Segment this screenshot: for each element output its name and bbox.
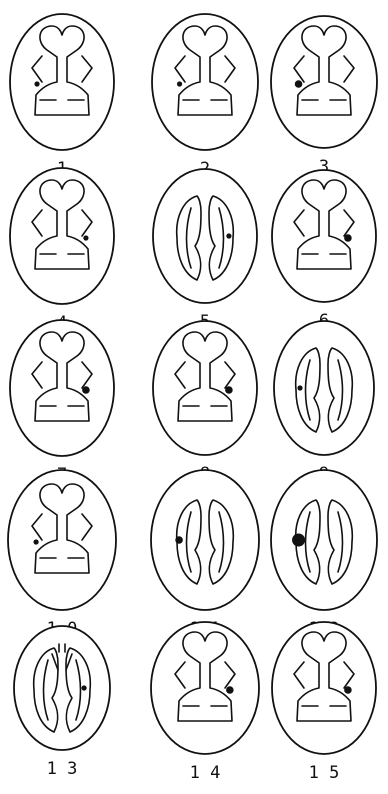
lesion-dot	[292, 534, 305, 547]
lesion-dot	[177, 81, 182, 86]
panel-label: 1 3	[47, 759, 78, 779]
lesion-dot	[226, 686, 234, 694]
scan-panel: 7	[10, 320, 114, 485]
lesion-dot	[34, 81, 39, 86]
scan-panel: 3	[271, 16, 377, 177]
scan-panel: 1 5	[272, 622, 376, 783]
lesion-dot	[297, 385, 302, 390]
scan-panel: 1 0	[8, 470, 116, 639]
skull-outline	[153, 169, 257, 303]
lesion-dot	[295, 80, 303, 88]
lesion-dot	[81, 685, 86, 690]
lesion-dot	[83, 235, 88, 240]
lesion-dot	[175, 536, 183, 544]
scan-panel: 1 3	[14, 626, 110, 779]
lesion-dot	[344, 234, 352, 242]
lesion-dot	[33, 539, 38, 544]
lesion-dot	[344, 686, 352, 694]
scan-panel: 9	[274, 321, 374, 484]
skull-outline	[272, 170, 376, 302]
scan-panel: 1 1	[151, 470, 259, 639]
scan-panel: 5	[153, 169, 257, 332]
panel-label: 1 4	[190, 763, 221, 783]
skull-outline	[151, 470, 259, 610]
lesion-dot	[82, 386, 90, 394]
scan-panel: 6	[272, 170, 376, 331]
lesion-dot	[225, 386, 233, 394]
skull-outline	[14, 626, 110, 750]
scan-panel: 8	[153, 321, 257, 484]
scan-panel: 1	[10, 14, 114, 179]
skull-outline	[274, 321, 374, 455]
lesion-dot	[226, 233, 231, 238]
scan-panel: 1 2	[271, 470, 377, 639]
scan-panel: 2	[152, 14, 258, 179]
panel-label: 1 5	[309, 763, 340, 783]
scan-panel: 4	[10, 168, 114, 333]
scan-panel: 1 4	[151, 622, 259, 783]
skull-outline	[271, 470, 377, 610]
